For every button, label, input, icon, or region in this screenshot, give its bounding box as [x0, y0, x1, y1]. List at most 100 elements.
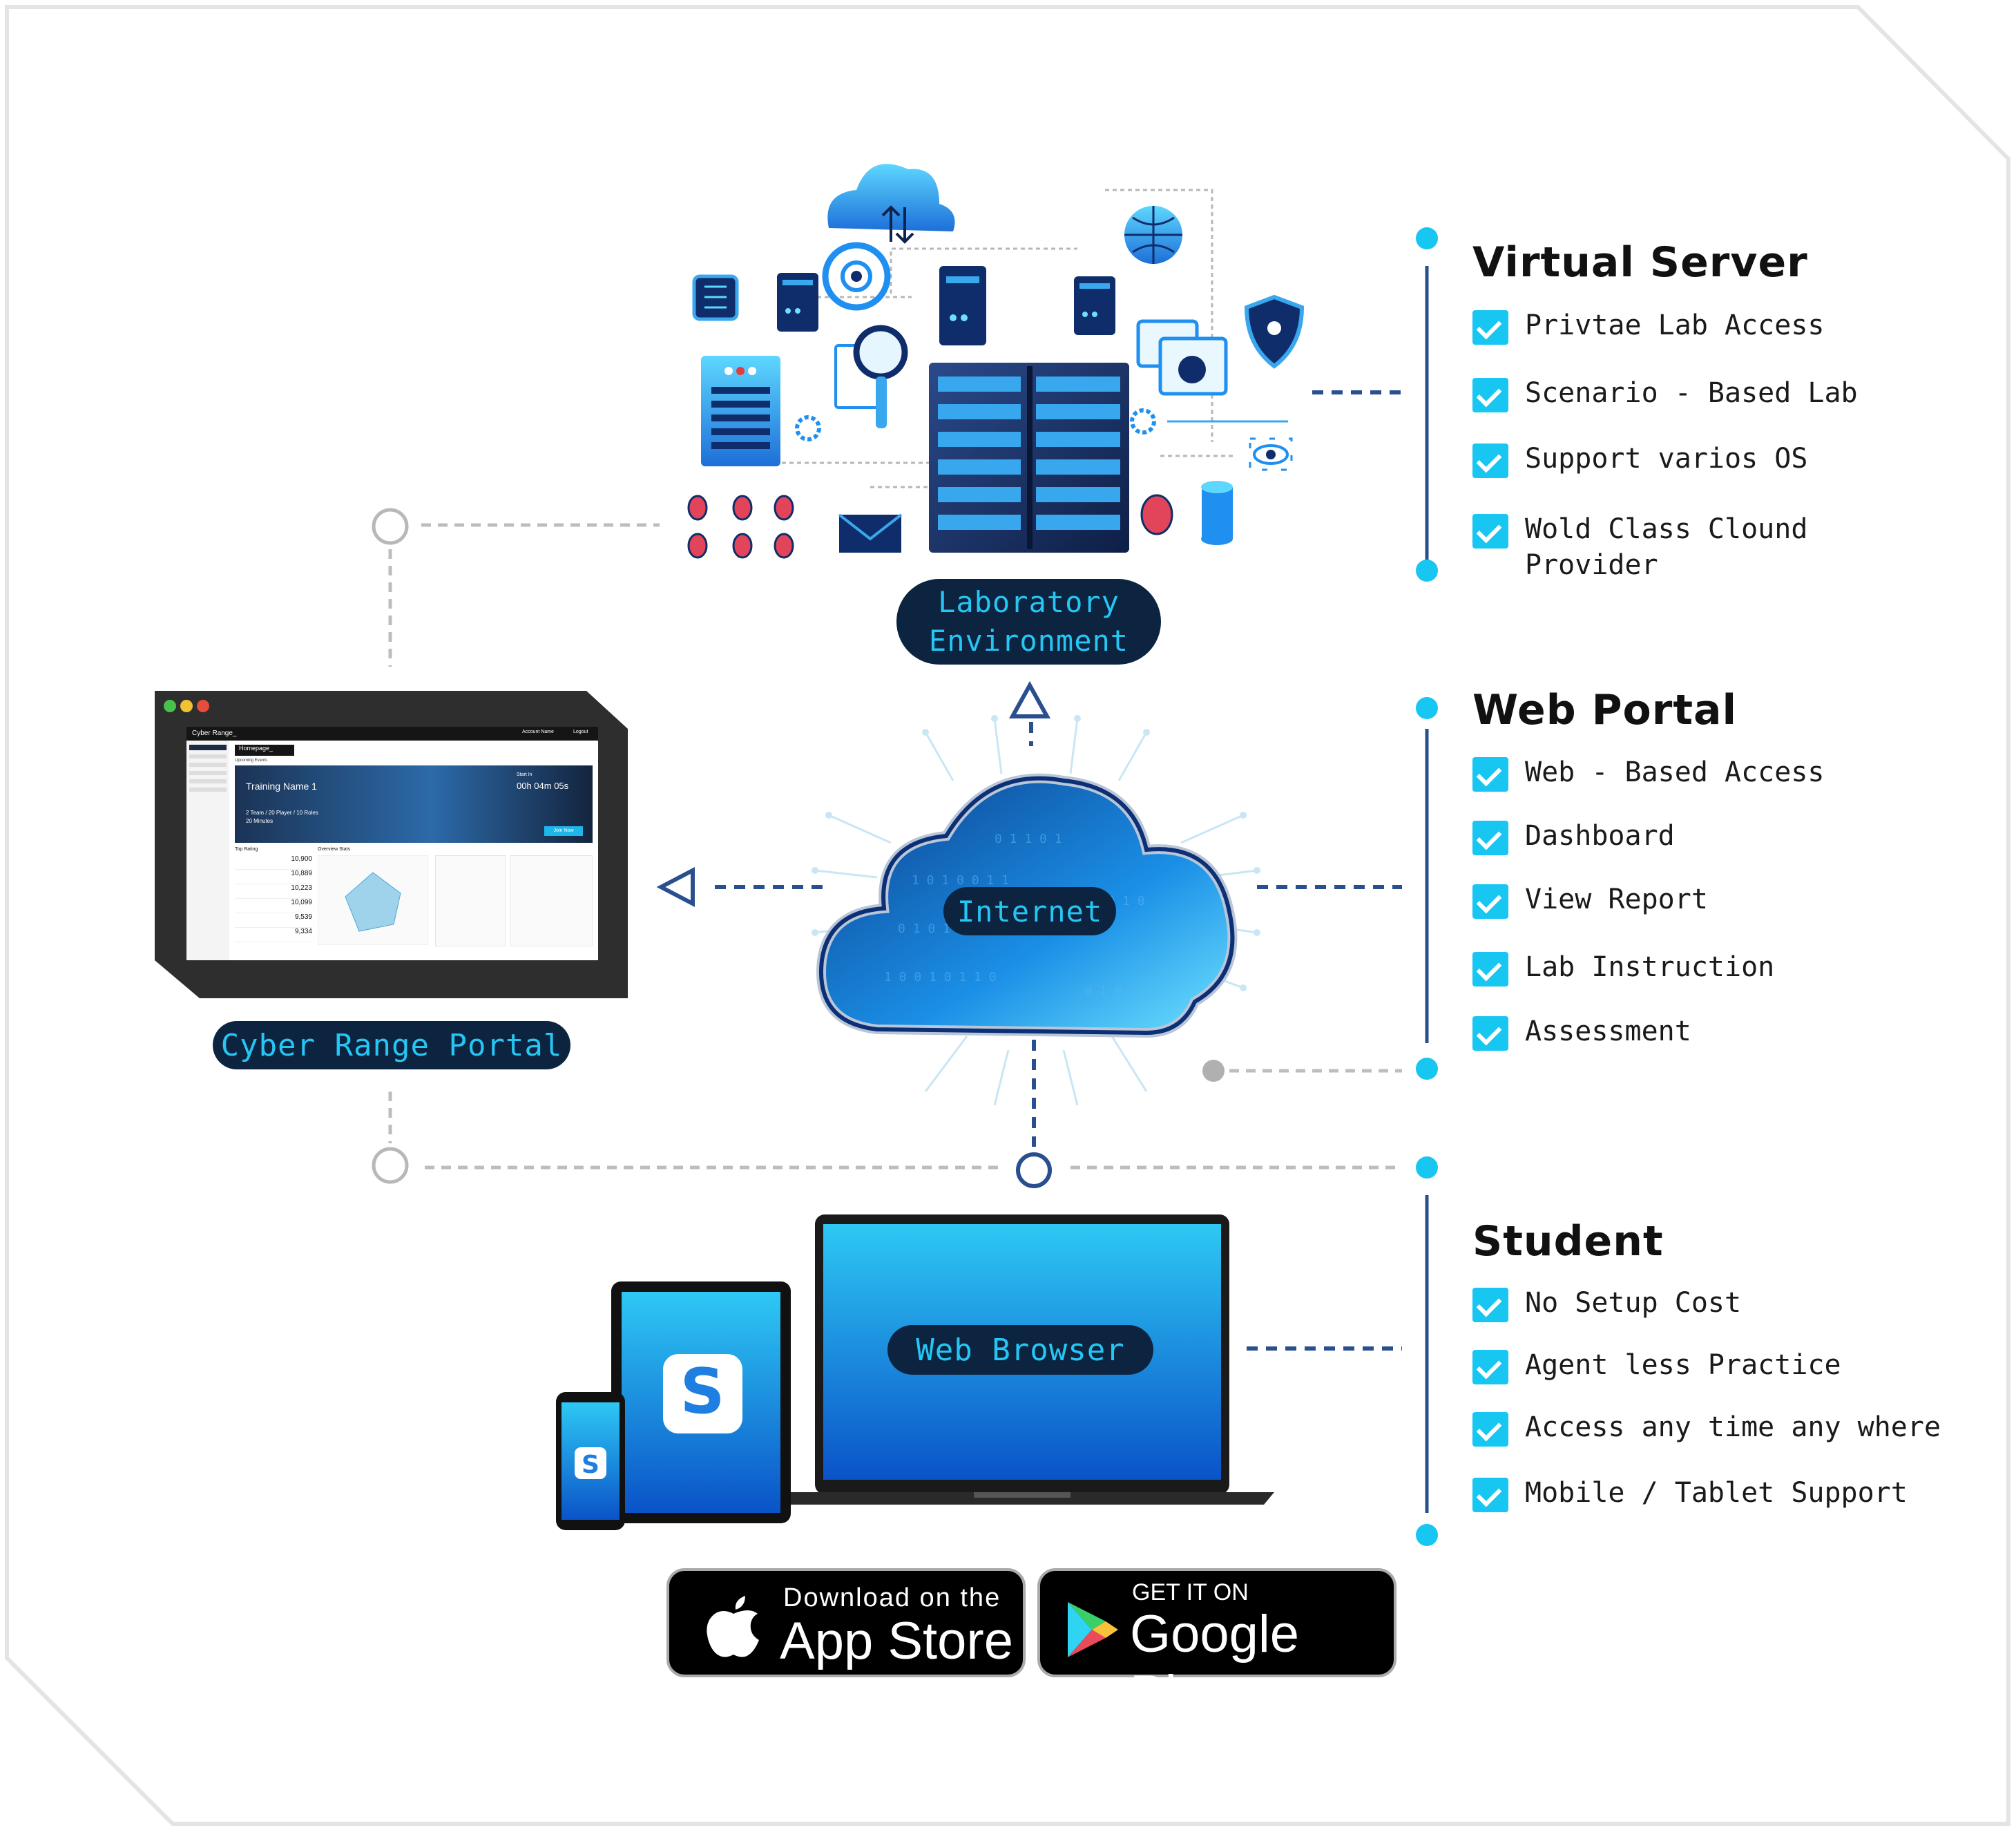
- app-store-big-text: App Store: [780, 1612, 1013, 1670]
- section-title-virtual-server: Virtual Server: [1472, 238, 1808, 287]
- portal-logout[interactable]: Logout: [573, 730, 588, 734]
- feature-item: Assessment: [1472, 1013, 1691, 1051]
- portal-timer: 00h 04m 05s: [517, 781, 569, 791]
- portal-top-rating: Top Rating: [235, 847, 258, 852]
- svg-text:1 0 0 1 0 1 1 0: 1 0 0 1 0 1 1 0: [884, 970, 997, 984]
- feature-item: Web - Based Access: [1472, 754, 1824, 792]
- score-value: 10,223: [291, 884, 312, 892]
- feature-item: View Report: [1472, 881, 1708, 919]
- feature-text: Wold Class Clound Provider: [1525, 513, 1808, 581]
- check-icon: [1472, 1288, 1508, 1322]
- feature-item: Agent less Practice: [1472, 1347, 1841, 1384]
- portal-banner: Training Name 1 2 Team / 20 Player / 10 …: [235, 765, 593, 843]
- feature-item: Privtae Lab Access: [1472, 307, 1824, 345]
- cyber-range-portal-label: Cyber Range Portal: [213, 1021, 570, 1069]
- feature-text: Agent less Practice: [1525, 1349, 1841, 1381]
- portal-timer-label: Start In: [517, 772, 532, 777]
- feature-text: Support varios OS: [1525, 443, 1808, 475]
- feature-item: Dashboard: [1472, 818, 1675, 855]
- list-item: 10,099: [235, 899, 312, 913]
- check-icon: [1472, 757, 1508, 792]
- portal-topbar: Cyber Range_ Account Name Logout: [186, 727, 598, 741]
- list-item: 9,539: [235, 913, 312, 928]
- svg-text:S: S: [582, 1451, 599, 1479]
- portal-upcoming: Upcoming Events: [235, 759, 268, 763]
- check-icon: [1472, 884, 1508, 919]
- app-store-small-text: Download on the: [783, 1583, 1001, 1612]
- section-title-student: Student: [1472, 1217, 1664, 1266]
- feature-text: Lab Instruction: [1525, 951, 1775, 983]
- feature-text: Assessment: [1525, 1016, 1691, 1047]
- feature-item: No Setup Cost: [1472, 1285, 1741, 1322]
- feature-item: Support varios OS: [1472, 441, 1807, 478]
- feature-text: No Setup Cost: [1525, 1287, 1742, 1319]
- app-store-button[interactable]: Download on the App Store: [666, 1568, 1026, 1677]
- score-value: 9,539: [294, 913, 312, 921]
- lab-environment-illustration: [687, 164, 1305, 559]
- feature-text: Mobile / Tablet Support: [1525, 1477, 1908, 1509]
- google-play-icon: [1068, 1602, 1118, 1657]
- check-icon: [1472, 514, 1508, 549]
- check-icon: [1472, 378, 1508, 412]
- feature-text: Web - Based Access: [1525, 756, 1825, 788]
- check-icon: [1472, 310, 1508, 345]
- check-icon: [1472, 952, 1508, 987]
- portal-duration: 20 Minutes: [246, 818, 273, 824]
- feature-item: Mobile / Tablet Support: [1472, 1475, 1908, 1512]
- section-title-web-portal: Web Portal: [1472, 686, 1738, 734]
- score-value: 10,900: [291, 855, 312, 863]
- feature-item: Lab Instruction: [1472, 949, 1774, 987]
- web-browser-label: Web Browser: [887, 1325, 1153, 1375]
- internet-text: Internet: [957, 894, 1103, 928]
- check-icon: [1472, 1350, 1508, 1384]
- score-value: 10,889: [291, 870, 312, 877]
- feature-item: Wold Class Clound Provider: [1472, 511, 1807, 583]
- lab-environment-label: Laboratory Environment: [896, 579, 1161, 665]
- apple-icon: [707, 1596, 759, 1657]
- portal-app-name: Cyber Range_: [192, 730, 237, 737]
- portal-tab[interactable]: Homepage_: [235, 745, 294, 756]
- portal-account[interactable]: Account Name: [522, 730, 554, 734]
- list-item: 10,223: [235, 884, 312, 899]
- portal-achievement-panel: [510, 855, 593, 946]
- portal-tab-label: Homepage_: [239, 745, 273, 752]
- portal-join-label: Join Now: [553, 828, 574, 833]
- feature-item: Scenario - Based Lab: [1472, 375, 1858, 412]
- check-icon: [1472, 1412, 1508, 1447]
- google-play-small-text: GET IT ON: [1132, 1579, 1249, 1605]
- web-browser-text: Web Browser: [916, 1332, 1125, 1368]
- portal-join-button[interactable]: Join Now: [544, 826, 583, 836]
- feature-text: View Report: [1525, 884, 1708, 915]
- feature-text: Scenario - Based Lab: [1525, 377, 1858, 409]
- score-value: 9,334: [294, 928, 312, 935]
- list-item: 9,334: [235, 928, 312, 942]
- check-icon: [1472, 1478, 1508, 1512]
- google-play-big-text: Google Play: [1130, 1605, 1300, 1724]
- feature-text: Privtae Lab Access: [1525, 309, 1825, 341]
- radar-chart-icon: [318, 855, 428, 945]
- cloud-upload-icon: [827, 164, 955, 244]
- feature-text: Access any time any where: [1525, 1411, 1941, 1443]
- svg-text:S: S: [680, 1355, 725, 1428]
- check-icon: [1472, 1016, 1508, 1051]
- lab-environment-text: Laboratory Environment: [928, 585, 1129, 658]
- list-item: 10,889: [235, 870, 312, 884]
- check-icon: [1472, 444, 1508, 478]
- portal-detail-panel: [435, 855, 506, 946]
- svg-text:0 1 1 0 1: 0 1 1 0 1: [995, 832, 1062, 846]
- portal-screen: Cyber Range_ Account Name Logout Homepag…: [186, 727, 598, 960]
- feature-text: Dashboard: [1525, 820, 1675, 852]
- internet-label: Internet: [943, 887, 1116, 935]
- portal-monitor: Cyber Range_ Account Name Logout Homepag…: [155, 691, 628, 998]
- svg-text:1 0 1 0 0 1 1: 1 0 1 0 0 1 1: [912, 873, 1009, 888]
- portal-details: 2 Team / 20 Player / 10 Roles: [246, 810, 318, 816]
- portal-score-list: 10,900 10,889 10,223 10,099 9,539 9,334: [235, 855, 312, 942]
- score-value: 10,099: [291, 899, 312, 906]
- portal-sidebar: [186, 741, 229, 960]
- feature-item: Access any time any where: [1472, 1409, 1941, 1447]
- cyber-range-portal-text: Cyber Range Portal: [220, 1027, 563, 1063]
- google-play-button[interactable]: GET IT ON Google Play: [1037, 1568, 1396, 1724]
- portal-overview: Overview Stats: [318, 847, 351, 852]
- check-icon: [1472, 821, 1508, 855]
